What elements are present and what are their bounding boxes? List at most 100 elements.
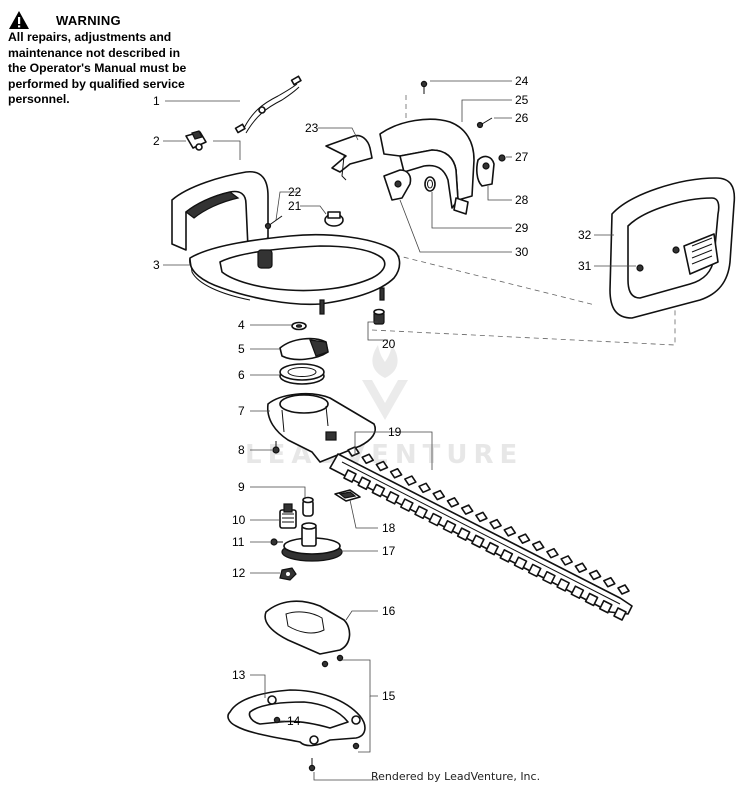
credit-text: Rendered by LeadVenture, Inc. (371, 770, 541, 783)
callout-19: 19 (388, 425, 402, 439)
callout-15: 15 (382, 689, 396, 703)
callout-numbers: 1 2 3 4 5 6 7 8 9 10 11 12 13 14 15 16 1… (153, 74, 592, 728)
blade-tooth (389, 467, 403, 479)
blade-tooth (517, 533, 531, 544)
handle-housing (379, 118, 475, 215)
warning-line: performed by qualified service (8, 76, 185, 91)
callout-20: 20 (382, 337, 396, 351)
screw-11 (270, 538, 283, 546)
blade-tooth (531, 540, 545, 552)
trigger (476, 155, 495, 187)
guard-screws-31 (636, 246, 680, 272)
blade-tooth (560, 555, 573, 566)
blade-tooth (485, 541, 499, 556)
lockout-lever (383, 169, 412, 201)
blade-tooth (570, 585, 585, 600)
warning-line: personnel. (8, 92, 70, 107)
blade-tooth (460, 504, 474, 515)
callout-3: 3 (153, 258, 160, 272)
watermark-logo (362, 345, 408, 420)
screw-24 (420, 80, 428, 94)
warning-text: All repairs, adjustments and maintenance… (8, 30, 208, 108)
blade-tooth (432, 489, 446, 501)
bearing-ring (279, 363, 325, 385)
plate-screws (321, 654, 344, 668)
callout-14: 14 (287, 714, 301, 728)
callout-28: 28 (515, 193, 529, 207)
blade-tooth (357, 476, 372, 491)
blade-tooth (542, 570, 556, 585)
front-guard (609, 177, 736, 319)
washer (291, 321, 307, 331)
callout-29: 29 (515, 221, 529, 235)
blade-tooth (343, 469, 357, 483)
leader-lines (163, 80, 636, 781)
callout-5: 5 (238, 342, 245, 356)
callout-31: 31 (578, 259, 592, 273)
blade-tooth (527, 563, 542, 578)
callout-7: 7 (238, 404, 245, 418)
gear-cover (279, 337, 329, 361)
blade-tooth (489, 518, 502, 530)
blade-tooth (499, 549, 514, 563)
cutter-blade (329, 446, 633, 621)
guard-screws (273, 716, 360, 772)
bushing (302, 496, 314, 517)
gear-housing (266, 392, 376, 463)
hand-guard (227, 689, 366, 747)
blade-tooth (361, 453, 375, 465)
knob (324, 211, 344, 227)
callout-30: 30 (515, 245, 529, 259)
blade-tooth (442, 520, 457, 534)
callout-32: 32 (578, 228, 592, 242)
callout-25: 25 (515, 93, 529, 107)
callout-1: 1 (153, 94, 160, 108)
blade-tooth (617, 584, 630, 595)
screw-22 (264, 215, 283, 230)
blade-tooth (513, 556, 528, 570)
warning-header: WARNING (8, 8, 208, 32)
callout-12: 12 (232, 566, 246, 580)
switch (185, 130, 207, 151)
screw-8 (272, 441, 280, 454)
warning-line: maintenance not described in (8, 45, 181, 60)
callout-22: 22 (288, 185, 302, 199)
callout-16: 16 (382, 604, 396, 618)
handle-frame (171, 171, 401, 315)
blade-tooth (574, 562, 588, 574)
blade-teeth (343, 446, 630, 621)
warning-triangle-icon (9, 11, 29, 29)
warning-block: WARNING All repairs, adjustments and mai… (8, 8, 208, 108)
callout-24: 24 (515, 74, 529, 88)
warning-line: the Operator's Manual must be (8, 61, 187, 76)
blade-tooth (598, 599, 613, 614)
callout-18: 18 (382, 521, 396, 535)
callout-2: 2 (153, 134, 160, 148)
blade-tooth (414, 505, 428, 520)
callout-9: 9 (238, 480, 245, 494)
blade-tooth (456, 527, 471, 541)
blade-tooth (471, 534, 485, 549)
spring (424, 176, 436, 192)
blade-tooth (546, 547, 559, 559)
screw-27 (498, 154, 506, 162)
damper (373, 308, 385, 325)
warning-line: All repairs, adjustments and (8, 30, 172, 44)
assembly-guides (371, 95, 676, 346)
blade-tooth (588, 569, 602, 581)
warning-title: WARNING (56, 12, 121, 28)
screw-26 (476, 117, 493, 129)
callout-27: 27 (515, 150, 529, 164)
blade-tooth (503, 526, 517, 537)
main-gear (281, 522, 343, 562)
pinion-gear (279, 503, 297, 529)
callout-4: 4 (238, 318, 245, 332)
callout-21: 21 (288, 199, 302, 213)
callout-23: 23 (305, 121, 319, 135)
blade-tooth (602, 576, 616, 588)
bottom-plate (264, 600, 351, 655)
blade-tooth (418, 482, 431, 494)
wire-harness (234, 75, 302, 134)
blade-tooth (584, 592, 599, 607)
